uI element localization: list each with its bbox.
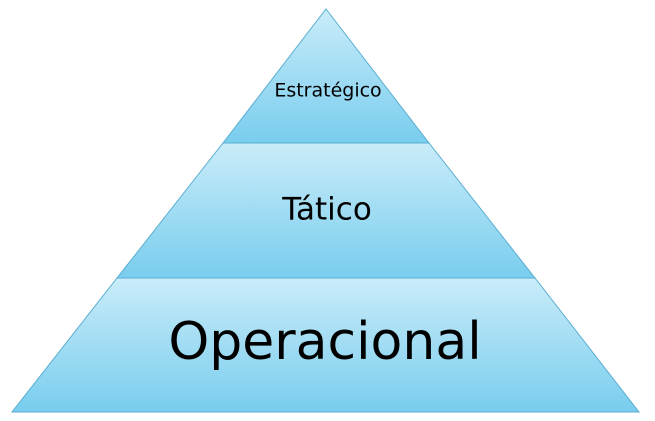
tier-middle-label: Tático [281,192,372,228]
tier-top-label: Estratégico [274,80,381,102]
tier-top-shape [221,8,431,144]
tier-bottom-label: Operacional [168,312,481,372]
tier-bottom-shape [10,277,641,413]
